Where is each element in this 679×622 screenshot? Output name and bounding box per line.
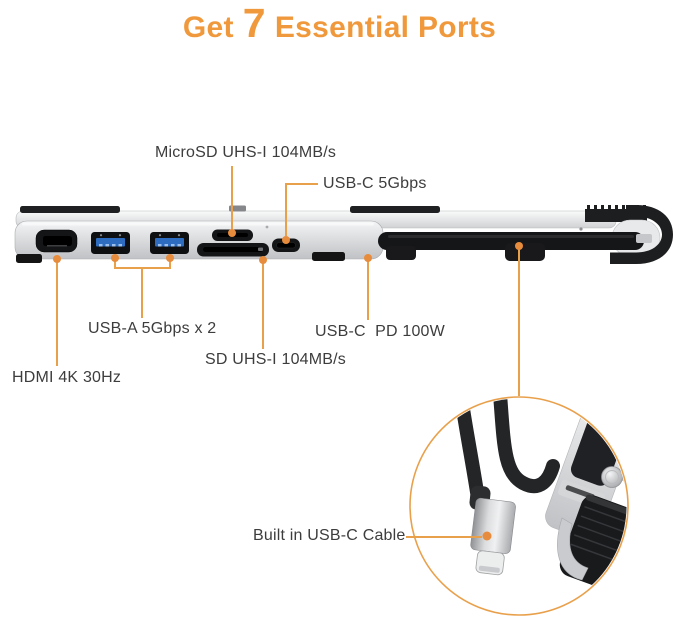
callout-lines — [53, 166, 523, 541]
cable-bar-highlight — [388, 235, 634, 238]
top-rubber-pad-right — [350, 206, 440, 213]
top-latch — [229, 205, 246, 212]
leg-tab-1 — [386, 246, 416, 260]
callout-dot-usb-c-data — [282, 236, 290, 244]
laptop-stand-hub — [14, 205, 673, 264]
callout-label-usb-c-pd: USB-C PD 100W — [315, 323, 445, 340]
leg-tab-2 — [505, 243, 545, 261]
callout-label-sd: SD UHS-I 104MB/s — [205, 351, 347, 368]
usb-a-port-1 — [91, 232, 130, 254]
title-suffix: Essential Ports — [274, 11, 497, 44]
sd-card-slot — [197, 243, 269, 257]
callout-label-built-in-cable: Built in USB-C Cable — [253, 527, 406, 544]
top-rubber-pad-left — [20, 206, 120, 213]
usb-c-connector — [470, 497, 516, 576]
callout-label-hdmi: HDMI 4K 30Hz — [12, 369, 122, 386]
callout-dot-usb-a-2 — [166, 254, 174, 262]
hdmi-port — [35, 229, 78, 253]
stand-hook-detail — [557, 517, 589, 581]
title-prefix: Get — [182, 11, 234, 44]
hub-body-highlight — [22, 222, 374, 226]
callout-line-usb-c-data — [285, 183, 318, 236]
callout-dot-cable-bar — [515, 242, 523, 250]
callout-label-microsd: MicroSD UHS-I 104MB/s — [155, 144, 337, 161]
callout-label-usb-c-data: USB-C 5Gbps — [323, 175, 427, 192]
callout-dot-usb-a-1 — [111, 254, 119, 262]
page-title: Get 7 Essential Ports — [0, 0, 679, 46]
screw-dot-mid — [265, 225, 269, 229]
title-number: 7 — [242, 0, 266, 46]
foot-pad-left — [16, 254, 42, 263]
detail-circle — [409, 396, 629, 616]
hinge-button — [601, 466, 623, 488]
callout-dot-sd — [259, 256, 267, 264]
cable-hook — [610, 205, 673, 264]
cable-loop — [493, 398, 560, 494]
callout-dot-microsd — [228, 229, 236, 237]
usb-c-port — [272, 238, 300, 252]
callout-dot-usb-c-pd — [364, 254, 372, 262]
usb-a-port-2 — [150, 232, 189, 254]
callout-line-usb-a — [114, 258, 171, 318]
callout-dot-hdmi — [53, 255, 61, 263]
callout-dot-built-in-cable — [482, 531, 492, 541]
screw-dot-right — [579, 227, 583, 231]
callout-label-usb-a: USB-A 5Gbps x 2 — [88, 320, 217, 337]
stowed-usb-c-tip — [636, 234, 652, 243]
foot-pad-right — [312, 252, 345, 261]
